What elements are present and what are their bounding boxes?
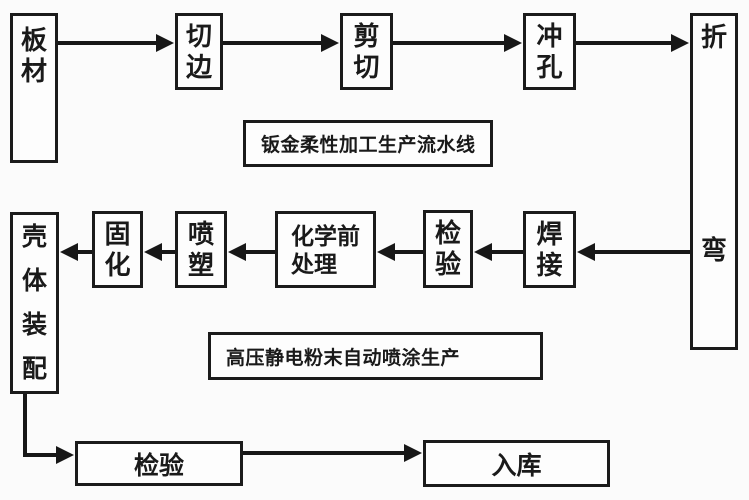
arrow-welding-to-inspection — [474, 243, 523, 261]
node-inspection-2: 检验 — [75, 441, 243, 486]
node-punching: 冲孔 — [523, 13, 576, 90]
arrow-inspection-2-to-warehousing — [243, 444, 422, 462]
node-edge-trimming: 切边 — [175, 13, 223, 90]
banner-powder-coating-line: 高压静电粉末自动喷涂生产 — [208, 332, 543, 380]
node-bending: 折 弯 — [690, 13, 738, 350]
banner-powder-coating-line-label: 高压静电粉末自动喷涂生产 — [226, 347, 461, 369]
node-chemical-pretreatment: 化学前 处理 — [275, 211, 376, 288]
node-curing: 固化 — [92, 211, 143, 288]
node-shell-assembly-label: 壳体装配 — [21, 223, 47, 383]
arrow-sheet-material-to-edge-trimming — [58, 34, 174, 52]
node-curing-label: 固化 — [104, 218, 131, 280]
arrow-punching-to-bending — [576, 34, 689, 52]
node-bending-char-2: 弯 — [700, 235, 727, 265]
node-powder-spraying-label: 喷塑 — [187, 218, 214, 280]
node-chemical-pretreatment-label: 化学前 处理 — [291, 222, 360, 278]
arrow-shell-assembly-to-inspection-2 — [23, 446, 74, 464]
node-warehousing-label: 入库 — [491, 451, 542, 480]
node-shell-assembly: 壳体装配 — [10, 212, 59, 394]
node-powder-spraying: 喷塑 — [175, 211, 227, 288]
node-bending-char-1: 折 — [700, 22, 727, 52]
node-inspection-1-label: 检验 — [434, 218, 461, 279]
banner-sheet-metal-line: 钣金柔性加工生产流水线 — [243, 120, 493, 167]
arrow-edge-trimming-to-shearing — [223, 34, 339, 52]
node-welding: 焊接 — [523, 211, 576, 288]
arrow-shearing-to-punching — [393, 34, 522, 52]
node-sheet-material-label: 板材 — [20, 25, 47, 86]
arrow-inspection-to-chemical-pretreatment — [377, 243, 423, 261]
arrow-chemical-pretreatment-to-powder-spraying — [228, 243, 275, 261]
arrow-curing-to-shell-assembly — [60, 243, 92, 261]
node-punching-label: 冲孔 — [536, 20, 563, 82]
node-welding-label: 焊接 — [536, 218, 563, 280]
node-inspection-2-label: 检验 — [133, 451, 184, 480]
node-inspection-1: 检验 — [423, 210, 473, 288]
node-sheet-material: 板材 — [10, 13, 58, 163]
node-bending-label: 折 弯 — [701, 16, 727, 347]
node-chemical-pretreatment-line-2: 处理 — [291, 250, 337, 277]
node-shearing-label: 剪切 — [353, 20, 380, 82]
node-edge-trimming-label: 切边 — [185, 20, 212, 82]
banner-sheet-metal-line-label: 钣金柔性加工生产流水线 — [261, 135, 476, 156]
connector-shell-assembly-vertical-line — [23, 394, 27, 457]
arrow-bending-to-welding — [577, 243, 690, 261]
node-chemical-pretreatment-line-1: 化学前 — [291, 222, 360, 249]
node-shearing: 剪切 — [340, 13, 393, 90]
node-warehousing: 入库 — [423, 440, 610, 487]
arrow-powder-spraying-to-curing — [144, 243, 175, 261]
